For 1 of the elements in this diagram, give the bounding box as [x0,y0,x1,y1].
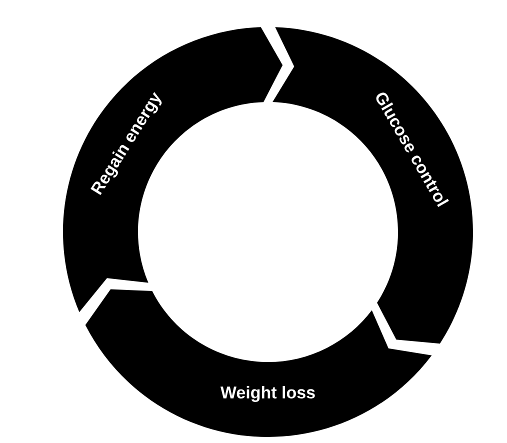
arc-segment: Weight loss [85,289,432,437]
